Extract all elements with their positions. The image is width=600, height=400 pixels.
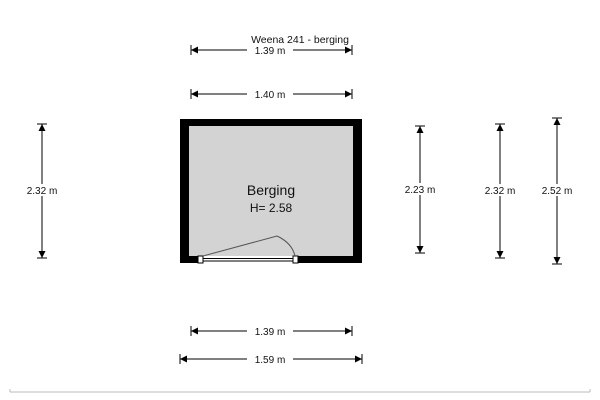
door-jamb-right bbox=[292, 255, 299, 264]
dimension-top-outer: 1.39 m bbox=[190, 44, 353, 57]
dimension-left-label: 2.32 m bbox=[27, 186, 58, 197]
dimension-right-3-label: 2.52 m bbox=[542, 186, 573, 197]
dimension-top-inner-label: 1.40 m bbox=[255, 90, 286, 101]
dimension-right-1: 2.23 m bbox=[396, 125, 444, 254]
room-height-label: H= 2.58 bbox=[250, 201, 293, 215]
room-berging: Berging H= 2.58 bbox=[180, 119, 362, 264]
door-swing bbox=[202, 235, 296, 257]
door-opening bbox=[201, 256, 295, 263]
drawing-title: Weena 241 - berging bbox=[251, 34, 349, 46]
dimension-right-3: 2.52 m bbox=[533, 117, 581, 265]
dimension-top-inner: 1.40 m bbox=[190, 88, 353, 101]
dimension-right-2: 2.32 m bbox=[476, 123, 524, 259]
dimension-top-outer-label: 1.39 m bbox=[255, 46, 286, 57]
sheet-border-bottom bbox=[9, 389, 591, 393]
room-floor bbox=[189, 126, 353, 256]
dimension-left: 2.32 m bbox=[18, 123, 66, 259]
door-jamb-left bbox=[197, 255, 204, 264]
dimension-bottom-inner: 1.39 m bbox=[190, 325, 353, 338]
dimension-right-2-label: 2.32 m bbox=[485, 186, 516, 197]
dimension-bottom-outer: 1.59 m bbox=[179, 353, 363, 366]
dimension-bottom-outer-label: 1.59 m bbox=[255, 355, 286, 366]
dimension-right-1-label: 2.23 m bbox=[405, 185, 436, 196]
room-name: Berging bbox=[247, 182, 295, 198]
dimension-bottom-inner-label: 1.39 m bbox=[255, 327, 286, 338]
